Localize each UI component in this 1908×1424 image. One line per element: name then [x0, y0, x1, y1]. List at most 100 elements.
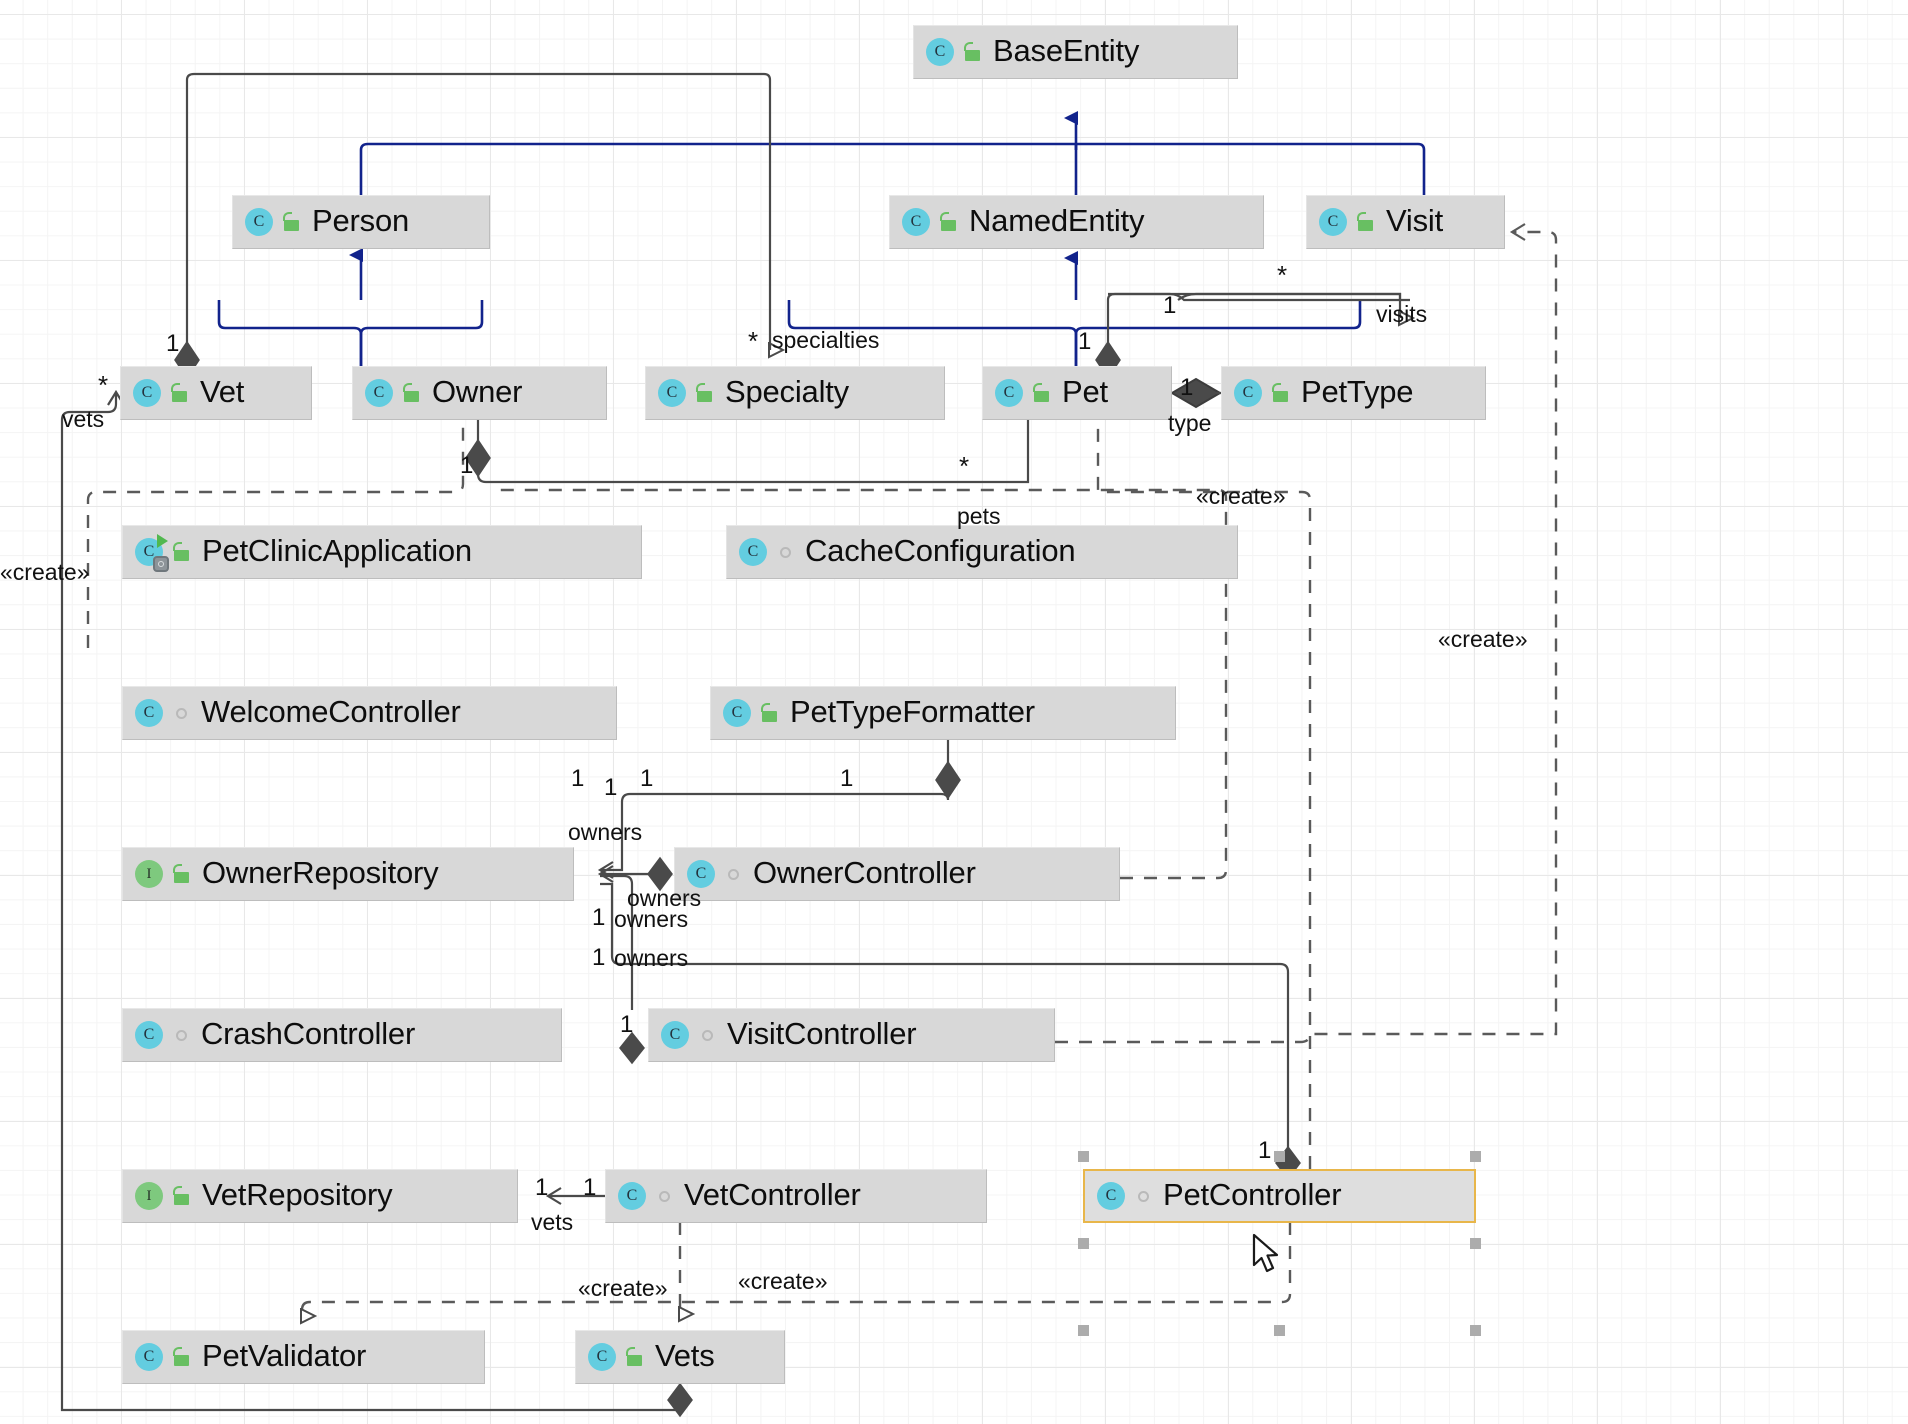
- class-icon: C: [135, 1343, 163, 1371]
- class-icon: C: [135, 699, 163, 727]
- public-lock-icon: [1356, 212, 1376, 232]
- package-private-icon: [780, 546, 791, 558]
- class-node-petvalidator[interactable]: C PetValidator: [122, 1330, 485, 1384]
- public-lock-icon: [170, 383, 190, 403]
- edge-label-l-owner-one: 1: [460, 452, 474, 479]
- class-icon: C: [365, 379, 393, 407]
- mouse-cursor: [1252, 1233, 1279, 1273]
- edge-label-l-specialties-star: *: [748, 326, 759, 356]
- edge-label-l-visits: visits: [1376, 301, 1428, 327]
- edge-label-l-create-petclinic: «create»: [0, 559, 90, 585]
- edge-label-l-fmt-one-b: 1: [604, 774, 618, 801]
- public-lock-icon: [172, 542, 192, 562]
- public-lock-icon: [172, 1347, 192, 1367]
- edge-label-l-create-vets: «create»: [738, 1268, 828, 1294]
- class-node-label: Visit: [1386, 203, 1444, 238]
- class-icon: C: [723, 699, 751, 727]
- class-node-label: VetController: [684, 1177, 861, 1212]
- selection-handle[interactable]: [1470, 1325, 1481, 1336]
- edge-label-l-visits-one: 1: [1163, 292, 1177, 319]
- public-lock-icon: [282, 212, 302, 232]
- edge-label-l-pettype-one: 1: [1180, 374, 1194, 401]
- package-private-icon: [176, 707, 187, 719]
- class-icon: C: [1097, 1182, 1125, 1210]
- selection-handle[interactable]: [1274, 1325, 1285, 1336]
- class-icon: C: [926, 38, 954, 66]
- package-private-icon: [702, 1029, 713, 1041]
- selection-handle[interactable]: [1078, 1151, 1089, 1162]
- edge-label-l-vets-left: vets: [62, 406, 105, 432]
- public-lock-icon: [402, 383, 422, 403]
- selection-handle[interactable]: [1470, 1238, 1481, 1249]
- class-node-owner[interactable]: C Owner: [352, 366, 607, 420]
- edge-label-l-owners-4: owners: [614, 945, 689, 971]
- edge-label-l-vets-bottom: vets: [531, 1209, 574, 1235]
- selection-handle[interactable]: [1078, 1238, 1089, 1249]
- package-private-icon: [659, 1190, 670, 1202]
- class-node-label: PetClinicApplication: [202, 533, 472, 568]
- edge-label-l-vetrepo-one: 1: [535, 1174, 549, 1201]
- class-node-namedentity[interactable]: C NamedEntity: [889, 195, 1264, 249]
- class-node-label: Owner: [432, 374, 523, 409]
- class-node-label: Specialty: [725, 374, 849, 409]
- edge-label-l-pet-one: 1: [1078, 328, 1092, 355]
- class-icon: C: [739, 538, 767, 566]
- edge-label-l-vet-one: 1: [166, 330, 180, 357]
- edge-label-l-vets-star: *: [98, 370, 109, 400]
- selection-handle[interactable]: [1274, 1151, 1285, 1162]
- public-lock-icon: [939, 212, 959, 232]
- class-icon: C: [135, 1021, 163, 1049]
- edge-label-l-visitc-one: 1: [620, 1011, 634, 1038]
- class-node-label: CacheConfiguration: [805, 533, 1076, 568]
- class-node-crashcontroller[interactable]: C CrashController: [122, 1008, 562, 1062]
- edge-label-l-visits-star: *: [1277, 260, 1288, 290]
- class-node-label: PetController: [1163, 1177, 1342, 1212]
- selection-handle[interactable]: [1078, 1325, 1089, 1336]
- edge-label-l-owners-3: owners: [614, 906, 689, 932]
- edge-label-l-create-pet-1: «create»: [1196, 483, 1286, 509]
- class-icon: C: [995, 379, 1023, 407]
- public-lock-icon: [1271, 383, 1291, 403]
- class-node-label: NamedEntity: [969, 203, 1145, 238]
- public-lock-icon: [1032, 383, 1052, 403]
- public-lock-icon: [963, 42, 983, 62]
- package-private-icon: [1138, 1190, 1149, 1202]
- class-node-label: CrashController: [201, 1016, 416, 1051]
- edge-label-l-pettype-type: type: [1168, 410, 1212, 436]
- class-node-label: PetValidator: [202, 1338, 367, 1373]
- public-lock-icon: [625, 1347, 645, 1367]
- edge-label-l-fmt-one-c: 1: [640, 765, 654, 792]
- class-icon: C: [902, 208, 930, 236]
- class-node-petcontroller[interactable]: C PetController: [1083, 1169, 1476, 1223]
- edge-label-l-owners-one-4: 1: [592, 944, 606, 971]
- selection-handle[interactable]: [1470, 1151, 1481, 1162]
- public-lock-icon: [172, 864, 192, 884]
- class-node-cacheconfiguration[interactable]: C CacheConfiguration: [726, 525, 1238, 579]
- edge-label-l-petctrl-one: 1: [1258, 1137, 1272, 1164]
- class-icon: C: [133, 379, 161, 407]
- class-node-label: VisitController: [727, 1016, 917, 1051]
- edge-label-l-pets: pets: [957, 503, 1001, 529]
- edge-label-l-create-pet-2: «create»: [1438, 626, 1528, 652]
- class-icon: C: [687, 860, 715, 888]
- class-node-label: VetRepository: [202, 1177, 393, 1212]
- edge-label-l-owners-one-3: 1: [592, 904, 606, 931]
- edge-label-l-fmt-one-a: 1: [571, 765, 585, 792]
